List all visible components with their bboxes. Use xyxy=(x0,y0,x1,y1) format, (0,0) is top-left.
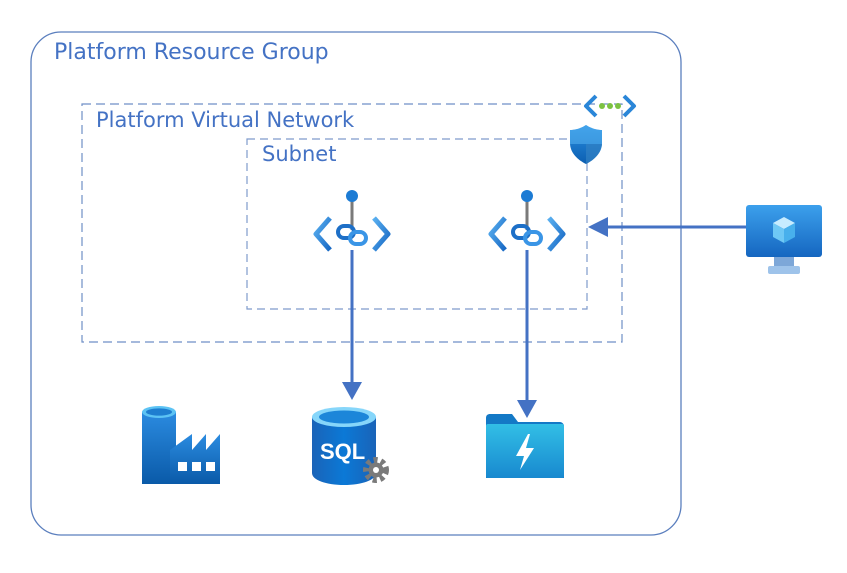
sql-icon-text: SQL xyxy=(320,439,365,464)
data-factory-icon xyxy=(142,406,220,484)
storage-file-share-icon xyxy=(486,414,564,478)
connector-endpoint-to-sql xyxy=(342,250,362,400)
virtual-network-box xyxy=(81,103,623,343)
connector-endpoint-to-file-share xyxy=(517,250,537,418)
gear-icon xyxy=(363,457,389,483)
resource-group-box xyxy=(30,31,682,536)
virtual-network-label: Platform Virtual Network xyxy=(96,108,355,132)
subnet-box xyxy=(246,138,588,310)
connector-vm-to-subnet xyxy=(588,217,746,237)
virtual-machine-icon xyxy=(746,205,822,274)
private-endpoint-icon xyxy=(313,190,391,252)
sql-database-icon: SQL xyxy=(312,407,376,485)
resource-group-label: Platform Resource Group xyxy=(54,40,329,65)
network-security-group-icon xyxy=(570,125,602,164)
subnet-label: Subnet xyxy=(262,142,337,166)
vnet-peering-icon xyxy=(584,94,636,118)
private-endpoint-icon xyxy=(488,190,566,252)
